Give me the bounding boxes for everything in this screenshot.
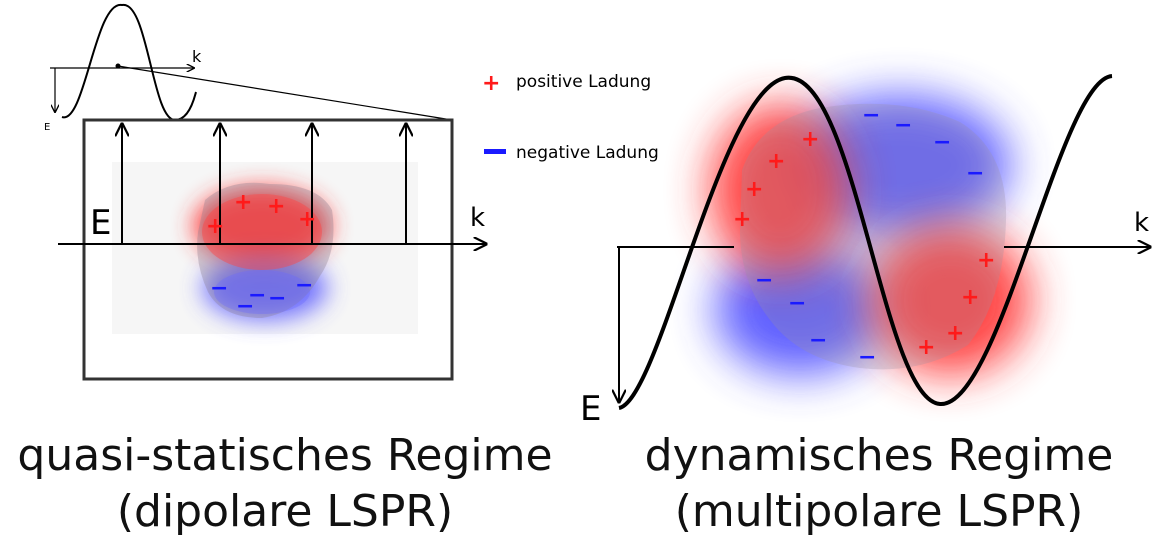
plus-charge: + [733, 207, 751, 232]
right-caption-line2: (multipolare LSPR) [674, 486, 1084, 537]
left-particle [194, 182, 334, 320]
minus-charge: − [236, 294, 254, 319]
left-caption-line1: quasi-statisches Regime [17, 430, 553, 481]
minus-charge: − [809, 328, 827, 353]
plus-charge: + [977, 248, 995, 273]
legend-negative-label: negative Ladung [516, 143, 659, 163]
minus-charge: − [858, 345, 876, 370]
minus-charge: − [295, 273, 313, 298]
plus-charge: + [946, 321, 964, 346]
mini-e-label: E [44, 122, 50, 133]
legend-minus-symbol [484, 149, 506, 154]
minus-charge: − [966, 161, 984, 186]
minus-charge: − [894, 113, 912, 138]
plus-charge: + [961, 285, 979, 310]
right-caption: dynamisches Regime (multipolare LSPR) [600, 428, 1158, 540]
mini-k-label: k [192, 47, 202, 66]
minus-charge: − [788, 291, 806, 316]
plus-charge: + [234, 190, 252, 215]
minus-charge: − [210, 276, 228, 301]
minus-charge: − [268, 286, 286, 311]
plus-charge: + [298, 207, 316, 232]
plus-charge: + [801, 127, 819, 152]
left-k-label: k [470, 203, 485, 233]
plus-charge: + [745, 177, 763, 202]
right-sine-wave [618, 74, 1113, 410]
minus-charge: − [755, 268, 773, 293]
left-caption: quasi-statisches Regime (dipolare LSPR) [0, 428, 570, 540]
zoom-line-top [117, 65, 453, 121]
left-caption-line2: (dipolare LSPR) [116, 486, 454, 537]
plus-charge: + [767, 149, 785, 174]
right-panel: k E + + + + + + + + + − − − − − − − − [580, 74, 1150, 429]
legend: + positive Ladung negative Ladung [482, 71, 659, 163]
legend-plus-symbol: + [482, 71, 500, 96]
plus-charge: + [206, 214, 224, 239]
right-particle [710, 95, 1030, 375]
minus-charge: − [248, 283, 266, 308]
left-box [82, 118, 454, 381]
right-e-label: E [580, 389, 601, 429]
right-caption-line1: dynamisches Regime [644, 430, 1114, 481]
plus-charge: + [267, 194, 285, 219]
minus-charge: − [933, 130, 951, 155]
legend-positive-label: positive Ladung [516, 72, 651, 92]
mini-wave-inset: k E [44, 3, 202, 133]
right-k-label: k [1134, 208, 1149, 238]
left-panel: k E k E + + + + − − − − − [44, 3, 486, 381]
minus-charge: − [862, 103, 880, 128]
plus-charge: + [917, 335, 935, 360]
left-e-label: E [90, 203, 111, 243]
